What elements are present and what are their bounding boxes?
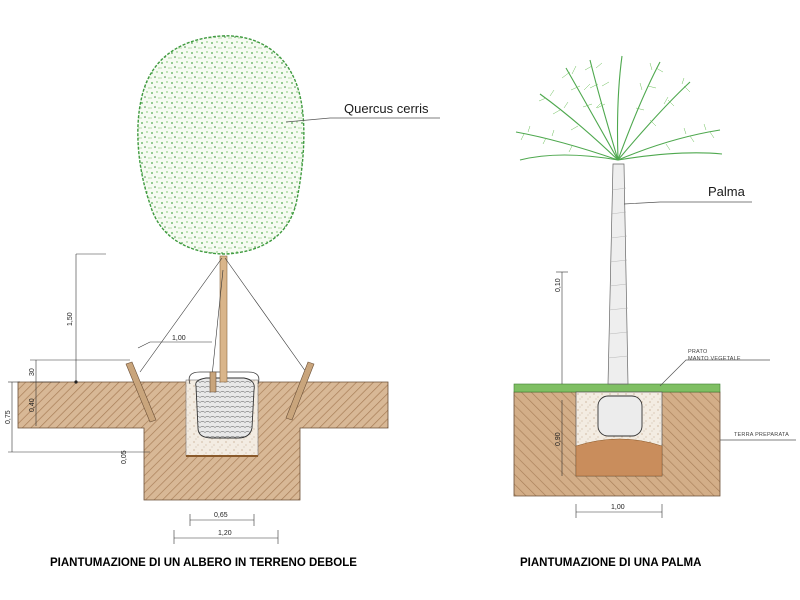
left-species-label: Quercus cerris <box>344 101 429 116</box>
right-grass-layer <box>513 383 721 393</box>
right-prepared-soil <box>575 438 663 477</box>
left-trunk <box>219 255 228 383</box>
dim-base-gap: 0,05 <box>121 450 128 464</box>
dim-stake-height: 1,50 <box>67 312 74 326</box>
left-stake-3 <box>209 371 217 393</box>
tree-planting-detail: Quercus cerris 1,50 30 0,40 0,75 0,05 1,… <box>5 35 440 569</box>
dim-topsoil: 0,10 <box>555 278 562 292</box>
right-palm-trunk <box>607 163 629 385</box>
dim-total-depth: 0,75 <box>5 410 12 424</box>
dim-pit-depth: 0,90 <box>555 432 562 446</box>
dim-pit-width: 1,20 <box>218 530 232 537</box>
right-species-label: Palma <box>708 184 746 199</box>
right-root-ball <box>597 395 643 437</box>
left-stake-2 <box>285 361 315 421</box>
dim-root-ball-depth: 0,40 <box>29 398 36 412</box>
layer-label-topsoil: MANTO VEGETALE <box>688 356 741 362</box>
dim-right-pit-width: 1,00 <box>611 504 625 511</box>
dim-stake-spacing: 1,00 <box>172 335 186 342</box>
dim-root-ball-width: 0,65 <box>214 512 228 519</box>
palm-planting-detail: Palma PRATO MANTO VEGETALE TERRA PREPARA… <box>513 55 796 569</box>
left-root-ball <box>195 377 255 439</box>
dim-above-ground: 30 <box>29 368 36 376</box>
prepared-soil-label: TERRA PREPARATA <box>734 432 789 438</box>
layer-label-grass: PRATO <box>688 349 708 355</box>
left-stake-1 <box>125 361 157 423</box>
left-caption: PIANTUMAZIONE DI UN ALBERO IN TERRENO DE… <box>50 557 357 569</box>
right-palm-fronds <box>515 55 723 161</box>
right-caption: PIANTUMAZIONE DI UNA PALMA <box>520 557 701 569</box>
left-tree-canopy <box>137 35 305 255</box>
